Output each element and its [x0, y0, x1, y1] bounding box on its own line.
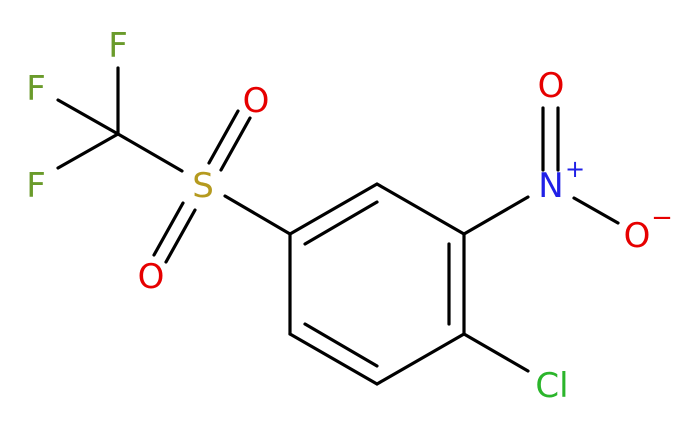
- atom-o-nitro-top: O: [538, 66, 565, 106]
- bond-s-o-bottom-a: [152, 201, 185, 257]
- ring-bond-1-inner: [303, 200, 379, 246]
- atom-cl: Cl: [535, 366, 568, 406]
- atom-n-charge: +: [565, 155, 585, 183]
- atom-o-charge: −: [651, 203, 673, 233]
- atom-f1: F: [108, 26, 128, 66]
- bond-s-o-top-b: [219, 116, 252, 172]
- bond-c-f2: [56, 98, 120, 136]
- atom-labels: F F F S O O N + O O − Cl: [26, 26, 673, 406]
- bond-n-o-right: [572, 196, 620, 225]
- bond-s-o-top-a: [207, 109, 240, 165]
- bonds: [56, 66, 620, 386]
- bond-s-o-bottom-b: [164, 208, 197, 264]
- atom-f3: F: [26, 166, 46, 206]
- bond-ring-n: [462, 195, 530, 236]
- atom-o-bottom: O: [138, 257, 165, 297]
- atom-s: S: [192, 166, 214, 206]
- atom-n: N: [538, 166, 563, 206]
- ring-bond-2: [375, 182, 466, 236]
- bond-ring-cl: [462, 332, 530, 373]
- atom-f2: F: [26, 69, 46, 109]
- atom-o-top: O: [243, 81, 270, 121]
- bond-c-s: [116, 132, 184, 173]
- bond-c-f3: [56, 132, 120, 170]
- ring-bond-4: [375, 332, 466, 386]
- ring-bond-5-inner: [303, 322, 379, 368]
- bond-s-ring: [223, 194, 292, 236]
- atom-o-nitro-right: O: [624, 216, 651, 256]
- ring-bond-1: [288, 182, 379, 236]
- ring-bond-5: [288, 332, 379, 386]
